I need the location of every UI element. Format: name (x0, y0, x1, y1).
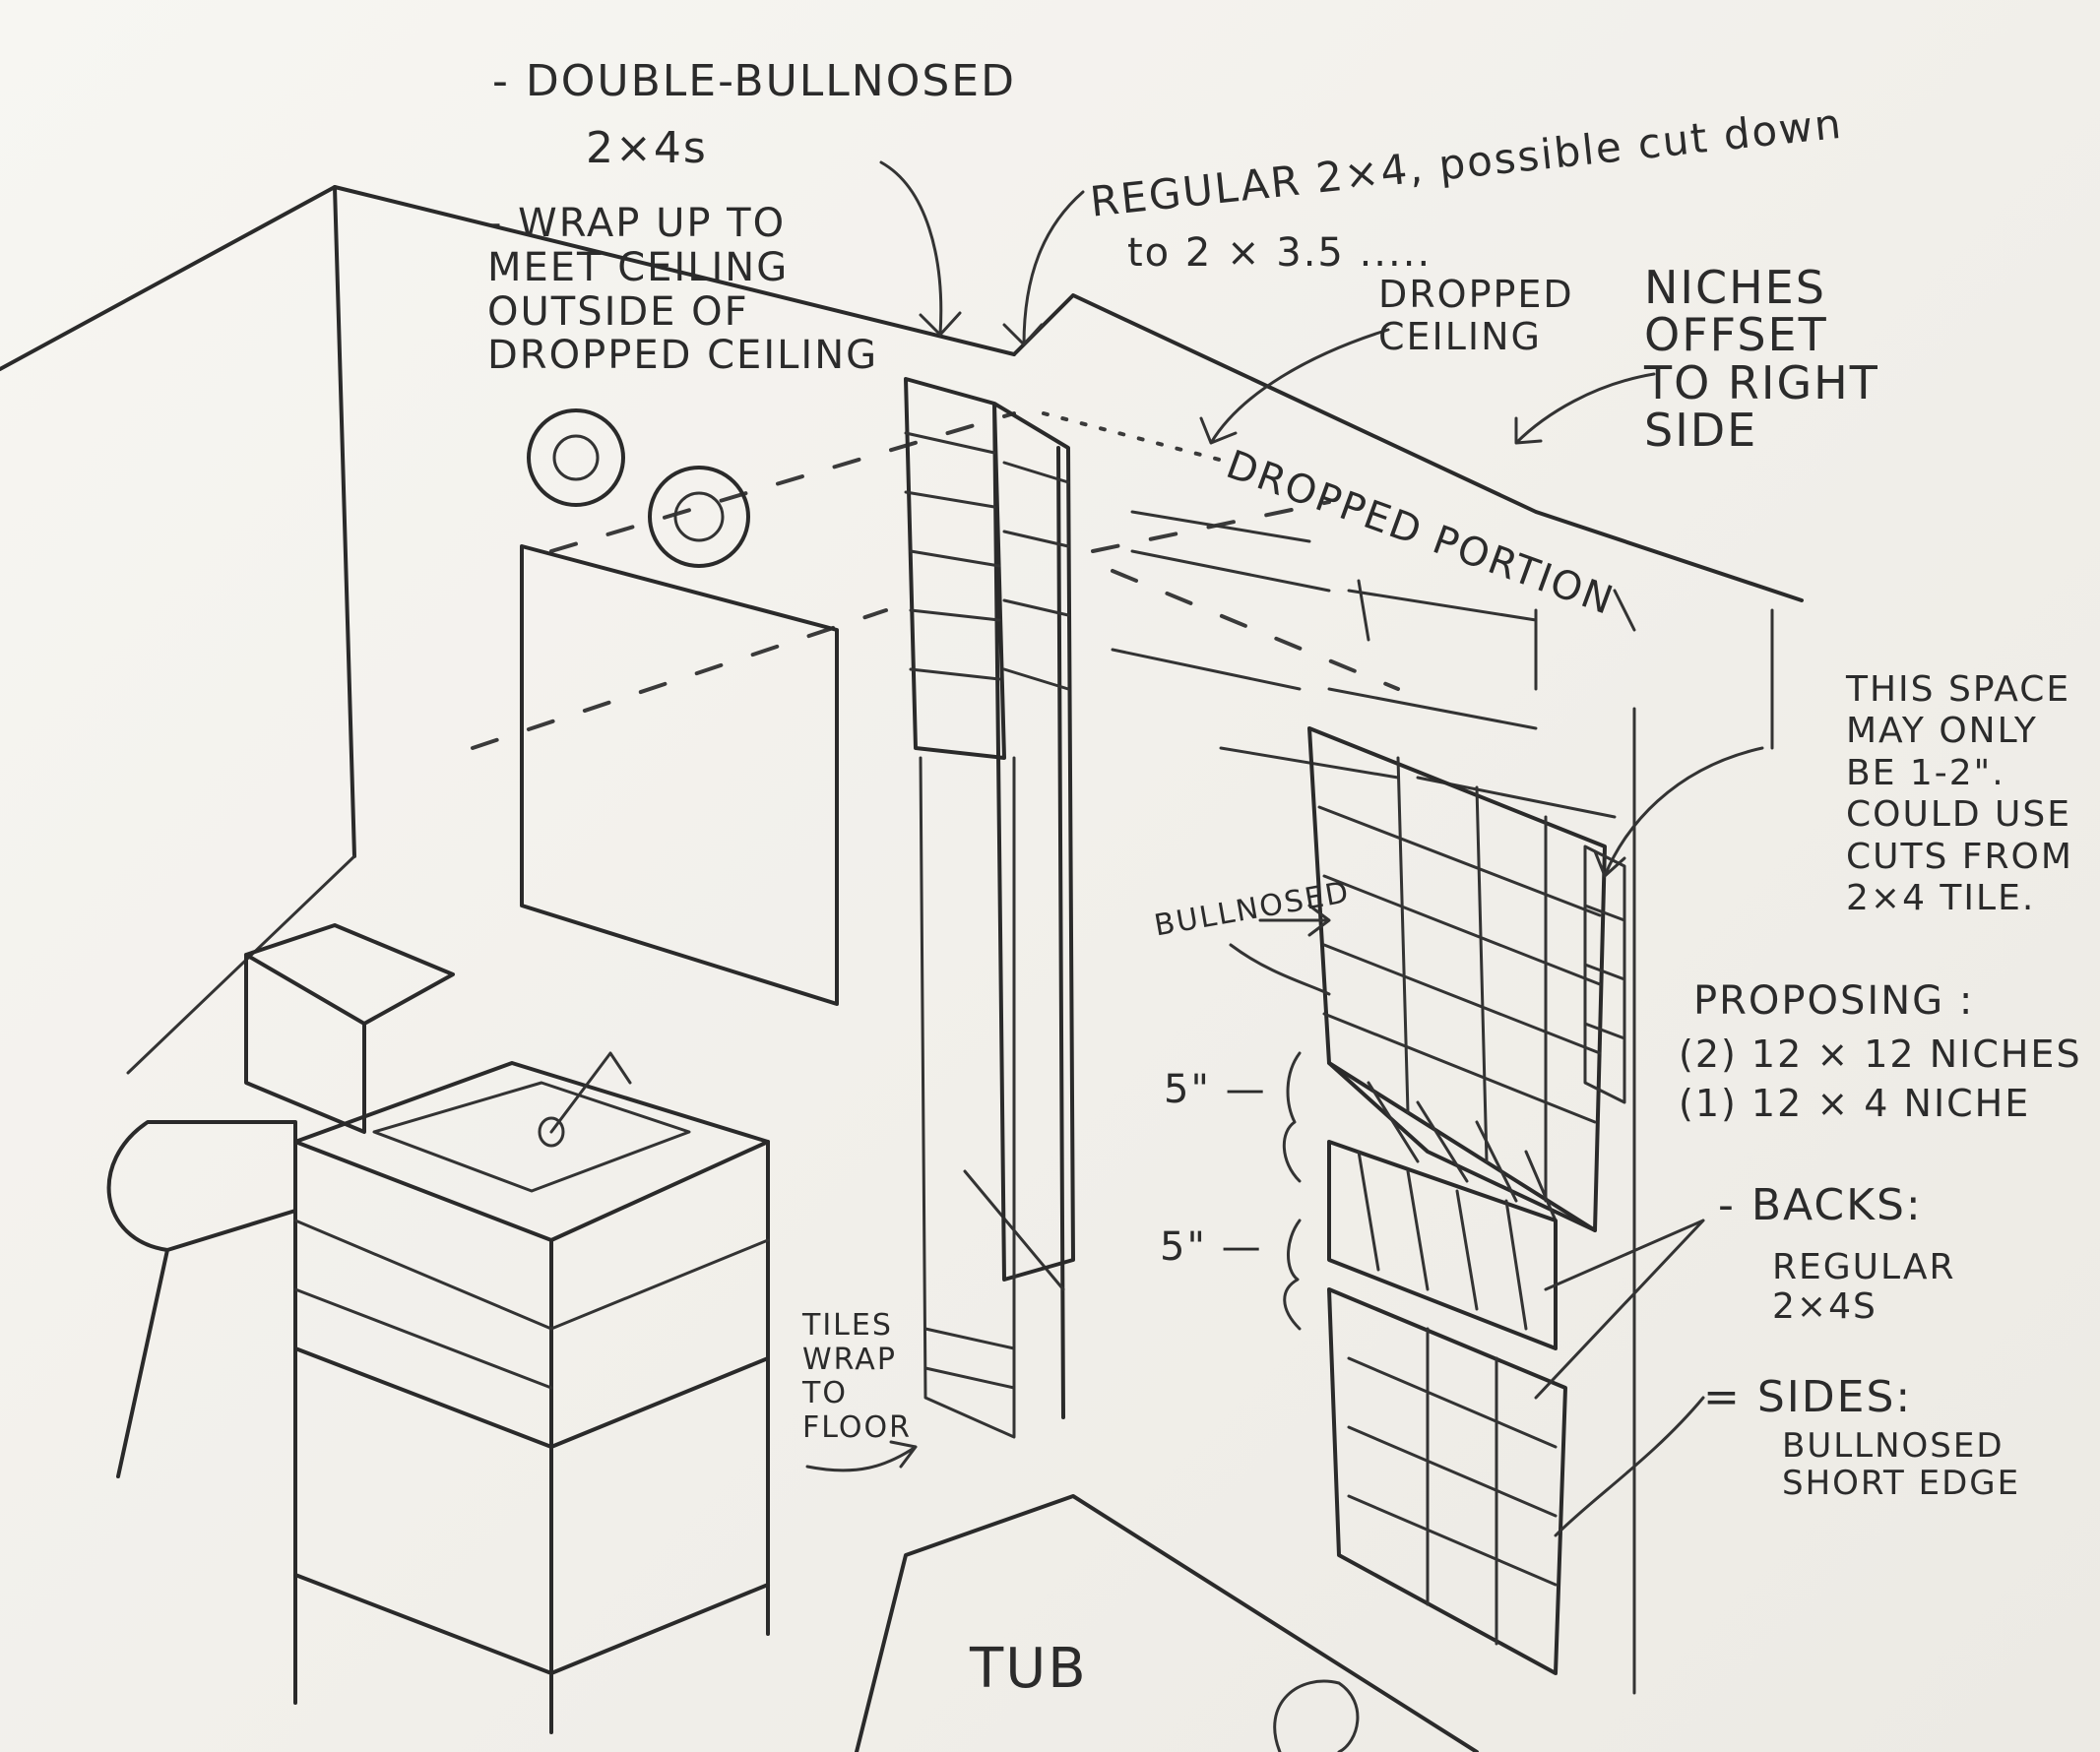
arrow-bullnosed (1229, 904, 1331, 996)
arrow-niches-offset (1514, 372, 1656, 445)
note-regular-line2: to 2 × 3.5 ..... (1127, 230, 1432, 276)
arrow-double-bullnosed (879, 160, 962, 337)
note-dropped-ceiling: DROPPED CEILING (1378, 273, 1574, 358)
note-two-by-fours: 2×4s (586, 123, 708, 173)
left-wall-corner-line (333, 185, 356, 858)
note-sides-title: = SIDES: (1703, 1372, 1913, 1422)
corner-column-tiles (904, 431, 1070, 691)
corner-column (904, 377, 1075, 1282)
tub-rim (855, 1494, 1479, 1752)
dropped-ceiling-left-line (471, 411, 1016, 750)
note-this-space: THIS SPACE MAY ONLY BE 1-2". COULD USE C… (1846, 669, 2073, 919)
note-niche-12x4: (1) 12 × 4 NICHE (1679, 1082, 2031, 1125)
note-niche-12x12: (2) 12 × 12 NICHES (1679, 1032, 2082, 1076)
arrow-backs (1534, 1219, 1705, 1400)
toilet-bowl (106, 1120, 297, 1478)
note-double-bullnosed: - DOUBLE-BULLNOSED (492, 56, 1016, 106)
note-wrap-up: - WRAP UP TO MEET CEILING OUTSIDE OF DRO… (487, 201, 879, 379)
note-gap-top: 5" — (1164, 1067, 1267, 1112)
vanity-drawers (293, 1219, 770, 1390)
note-backs-title: - BACKS: (1718, 1180, 1923, 1230)
niche-lower-frame (1327, 1287, 1567, 1675)
floor-wrap-tiles (923, 1327, 1016, 1390)
vanity-body (293, 1140, 770, 1449)
note-sides-body: BULLNOSED SHORT EDGE (1782, 1426, 2021, 1504)
niche-middle-frame (1327, 1140, 1558, 1350)
vanity-legs (293, 1346, 770, 1734)
note-tub: TUB (970, 1637, 1088, 1701)
note-niches-offset: NICHES OFFSET TO RIGHT SIDE (1644, 261, 1879, 457)
niche-lower-grid (1347, 1327, 1558, 1646)
dropped-ceiling-right-line (1091, 500, 1400, 691)
side-strip-tiles (1583, 845, 1626, 1104)
wall-light-left (527, 408, 625, 507)
niche-upper-grid (1317, 756, 1602, 1203)
niche-middle-tiles (1357, 1150, 1528, 1331)
right-wall-edge (1632, 608, 1774, 1695)
dropped-portion-tiles (1111, 510, 1636, 819)
main-wall-corner-line (1056, 446, 1065, 1419)
faucet (549, 1051, 632, 1134)
gap-brace-bottom (1283, 1219, 1302, 1331)
right-wall-top-edge (1012, 293, 1804, 602)
tub-drain (1273, 1679, 1360, 1752)
note-tiles-wrap: TILES WRAP TO FLOOR (802, 1308, 912, 1445)
sink-basin (372, 1081, 691, 1193)
dropped-ceiling-dotted-line (1042, 411, 1233, 465)
arrow-this-space (1593, 746, 1764, 878)
arrow-dropped-ceiling (1199, 328, 1390, 445)
wall-light-right (648, 466, 750, 568)
toilet-tank (244, 923, 455, 1134)
note-backs-body: REGULAR 2×4S (1772, 1247, 1956, 1328)
arrow-tiles-wrap (805, 1440, 918, 1472)
niche-upper-floor-tiles (1367, 1081, 1558, 1222)
arrow-sides (1554, 1396, 1705, 1537)
column-to-floor (919, 756, 1016, 1439)
note-proposing: PROPOSING : (1693, 978, 1975, 1024)
niche-upper-frame (1307, 726, 1607, 1232)
gap-brace-top (1282, 1051, 1302, 1183)
arrow-regular (1002, 190, 1085, 346)
note-gap-bottom: 5" — (1160, 1224, 1263, 1270)
mirror (520, 544, 839, 1006)
niche-upper-floor (1327, 1061, 1597, 1232)
